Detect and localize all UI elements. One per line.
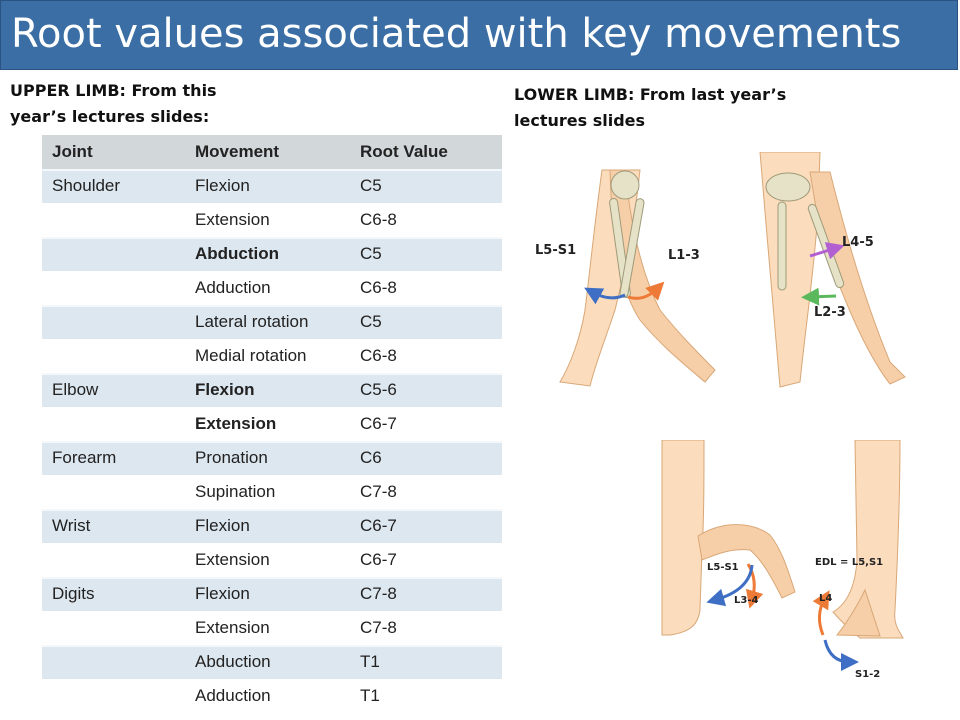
cell-joint: Shoulder: [52, 176, 121, 195]
table-row: Extension C6-7: [42, 407, 502, 441]
label-l1-3: L1-3: [668, 248, 700, 263]
table-row: Lateral rotation C5: [42, 305, 502, 339]
cell-movement: Lateral rotation: [195, 312, 309, 331]
cell-root: C5: [360, 244, 382, 263]
table-row: Extension C6-8: [42, 203, 502, 237]
table-row: Elbow Flexion C5-6: [42, 373, 502, 407]
cell-movement: Abduction: [195, 244, 280, 263]
cell-root: C5-6: [360, 380, 397, 399]
cell-movement: Flexion: [195, 176, 250, 195]
title-bar: Root values associated with key movement…: [0, 0, 958, 70]
label-l2-3: L2-3: [814, 305, 846, 320]
cell-movement: Flexion: [195, 380, 255, 399]
table-row: Wrist Flexion C6-7: [42, 509, 502, 543]
cell-movement: Flexion: [195, 516, 250, 535]
cell-movement: Abduction: [195, 652, 271, 671]
cell-movement: Supination: [195, 482, 276, 501]
cell-root: C7-8: [360, 618, 397, 637]
header-movement: Movement: [195, 142, 280, 161]
cell-root: C6: [360, 448, 382, 467]
cell-movement: Extension: [195, 414, 277, 433]
cell-root: C6-8: [360, 278, 397, 297]
table-row: Forearm Pronation C6: [42, 441, 502, 475]
root-values-table: Joint Movement Root Value Shoulder Flexi…: [42, 135, 502, 713]
lower-limb-heading: LOWER LIMB: From last year’s lectures sl…: [514, 85, 787, 130]
cell-root: C5: [360, 312, 382, 331]
table-row: Extension C6-7: [42, 543, 502, 577]
label-edl: EDL = L5,S1: [815, 557, 883, 568]
cell-root: C7-8: [360, 482, 397, 501]
table-row: Extension C7-8: [42, 611, 502, 645]
cell-movement: Medial rotation: [195, 346, 307, 365]
cell-movement: Pronation: [195, 448, 268, 467]
cell-root: T1: [360, 652, 380, 671]
label-l4-5: L4-5: [842, 235, 874, 250]
cell-root: C5: [360, 176, 382, 195]
cell-joint: Wrist: [52, 516, 91, 535]
page-title: Root values associated with key movement…: [11, 11, 902, 57]
label-l4: L4: [819, 593, 832, 604]
table-row: Shoulder Flexion C5: [42, 169, 502, 203]
table-row: Digits Flexion C7-8: [42, 577, 502, 611]
hip-flexion-extension-figure: L5-S1 L1-3: [535, 169, 716, 387]
label-s1-2: S1-2: [855, 669, 880, 680]
label-l5-s1: L5-S1: [535, 243, 576, 258]
label-knee-l3-4: L3-4: [734, 595, 758, 606]
cell-movement: Extension: [195, 550, 270, 569]
cell-root: C6-7: [360, 414, 397, 433]
header-joint: Joint: [52, 142, 93, 161]
label-knee-l5-s1: L5-S1: [707, 562, 739, 573]
table-row: Adduction C6-8: [42, 271, 502, 305]
cell-movement: Adduction: [195, 686, 271, 705]
table-header-row: Joint Movement Root Value: [42, 135, 502, 169]
cell-root: C7-8: [360, 584, 397, 603]
knee-figure: L5-S1 L3-4: [661, 440, 796, 636]
cell-movement: Adduction: [195, 278, 271, 297]
header-root-value: Root Value: [360, 142, 448, 161]
cell-root: C6-8: [360, 210, 397, 229]
cell-root: C6-8: [360, 346, 397, 365]
cell-movement: Extension: [195, 210, 270, 229]
cell-root: C6-7: [360, 516, 397, 535]
table-row: Abduction C5: [42, 237, 502, 271]
table-row: Medial rotation C6-8: [42, 339, 502, 373]
table-row: Abduction T1: [42, 645, 502, 679]
cell-joint: Digits: [52, 584, 95, 603]
cell-joint: Elbow: [52, 380, 99, 399]
cell-root: T1: [360, 686, 380, 705]
cell-root: C6-7: [360, 550, 397, 569]
ankle-figure: EDL = L5,S1 L4 S1-2: [812, 440, 904, 680]
cell-joint: Forearm: [52, 448, 117, 467]
table-row: Supination C7-8: [42, 475, 502, 509]
hip-abduction-adduction-figure: L4-5 L2-3: [759, 152, 906, 388]
cell-movement: Flexion: [195, 584, 250, 603]
cell-movement: Extension: [195, 618, 270, 637]
table-row: Adduction T1: [42, 679, 502, 713]
upper-limb-heading: UPPER LIMB: From this year’s lectures sl…: [10, 81, 217, 126]
